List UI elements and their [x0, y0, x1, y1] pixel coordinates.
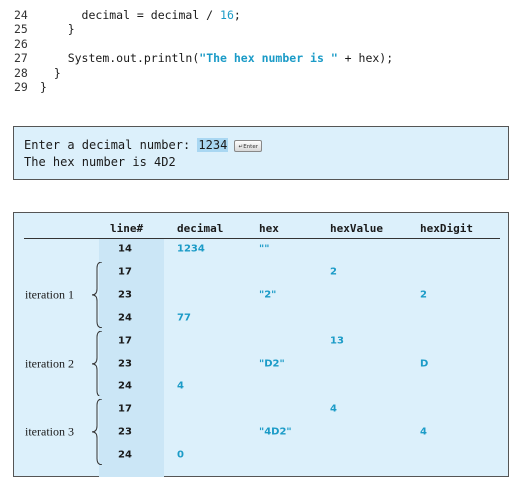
trace-line-number: 24: [118, 380, 132, 392]
enter-key-icon: ↵Enter: [234, 139, 263, 152]
iteration-label: iteration 3: [25, 424, 74, 439]
trace-table: line# decimal hex hexValue hexDigit 14 12…: [13, 212, 509, 477]
trace-line-number: 17: [118, 266, 132, 278]
header-line: line#: [110, 222, 144, 235]
code-line: 29}: [14, 80, 47, 94]
trace-cell-hexdigit: 2: [420, 289, 427, 301]
line-column-highlight: [99, 239, 164, 477]
header-hexvalue: hexValue: [330, 222, 383, 235]
iteration-label: iteration 1: [25, 287, 74, 302]
console-prompt: Enter a decimal number:: [24, 138, 198, 152]
line-number: 24: [14, 8, 28, 22]
header-hexdigit: hexDigit: [420, 222, 473, 235]
trace-cell-decimal: 77: [177, 312, 191, 324]
trace-cell-decimal: 4: [177, 380, 184, 392]
code-line: 26: [14, 37, 40, 51]
code-indent: [40, 51, 68, 65]
trace-cell-hexvalue: 4: [330, 403, 337, 415]
line-number: 29: [14, 80, 28, 94]
console-result-line: The hex number is 4D2: [24, 155, 176, 169]
brace-path: [91, 399, 103, 466]
line-number: 27: [14, 51, 28, 66]
trace-line-number: 14: [118, 243, 132, 255]
header-divider: [24, 238, 500, 239]
code-string-literal: "The hex number is ": [199, 51, 338, 66]
left-brace-icon: [91, 399, 103, 466]
trace-line-number: 24: [118, 312, 132, 324]
code-number-literal: 16: [220, 8, 234, 22]
console-output-panel: Enter a decimal number: 1234 ↵Enter The h…: [13, 126, 509, 180]
code-text: ;: [233, 8, 241, 22]
code-text: }: [67, 22, 75, 37]
trace-cell-hex: "D2": [259, 358, 285, 369]
left-brace-icon: [91, 261, 103, 328]
iteration-label: iteration 2: [25, 356, 74, 370]
header-decimal: decimal: [177, 222, 224, 235]
code-line: 25 }: [14, 22, 75, 36]
code-text: System.out.println(: [67, 51, 200, 66]
trace-line-number: 23: [118, 426, 132, 438]
line-number: 28: [14, 65, 28, 80]
trace-line-number: 24: [118, 449, 132, 461]
code-text: + hex);: [337, 51, 394, 66]
line-number: 25: [14, 22, 28, 37]
trace-cell-hexdigit: D: [420, 358, 429, 369]
console-user-input: 1234: [197, 138, 229, 152]
left-brace-icon: [91, 330, 103, 397]
code-indent: [40, 8, 82, 22]
trace-line-number: 17: [118, 335, 132, 347]
console-prompt-line: Enter a decimal number: 1234 ↵Enter: [24, 137, 263, 153]
trace-line-number: 23: [118, 358, 132, 369]
code-text: decimal = decimal /: [81, 8, 221, 22]
trace-cell-hex: "4D2": [259, 426, 292, 438]
code-indent: [40, 66, 54, 80]
trace-cell-hex: "": [259, 243, 270, 255]
trace-cell-decimal: 0: [177, 449, 184, 461]
brace-path: [91, 261, 103, 328]
header-hex: hex: [259, 222, 279, 235]
trace-cell-hexvalue: 13: [330, 335, 344, 347]
code-line: 28 }: [14, 66, 61, 80]
line-number: 26: [14, 36, 28, 51]
trace-cell-hexdigit: 4: [420, 426, 427, 438]
code-line: 27 System.out.println("The hex number is…: [14, 51, 393, 65]
brace-path: [91, 330, 103, 397]
trace-cell-decimal: 1234: [177, 243, 205, 255]
code-text: }: [53, 65, 61, 80]
trace-line-number: 17: [118, 403, 132, 415]
trace-cell-hexvalue: 2: [330, 266, 337, 278]
code-line: 24 decimal = decimal / 16;: [14, 8, 241, 22]
code-indent: [40, 22, 68, 36]
code-text: }: [40, 80, 47, 94]
trace-line-number: 23: [118, 289, 132, 301]
trace-cell-hex: "2": [259, 289, 277, 301]
